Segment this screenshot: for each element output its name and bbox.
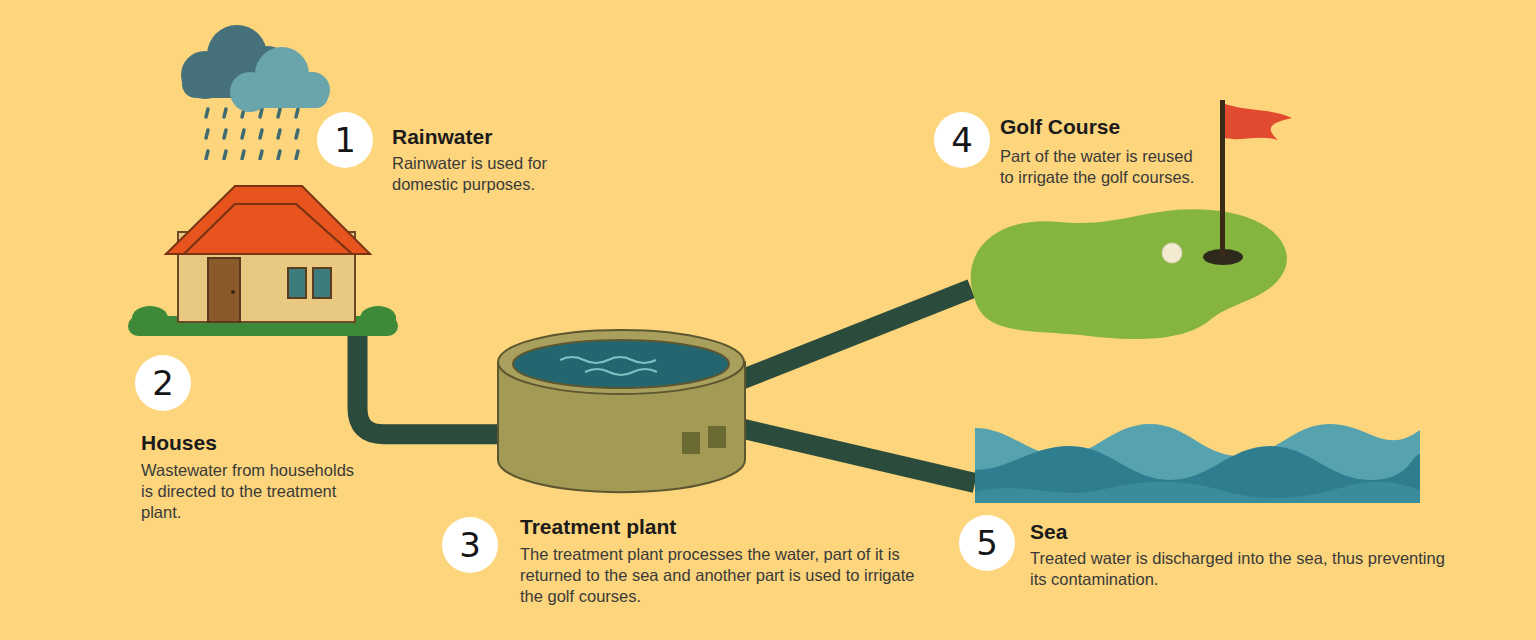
rain-cloud (181, 25, 330, 160)
sea-waves (975, 424, 1420, 503)
treatment-tank (498, 330, 745, 492)
water-pipe (738, 428, 975, 483)
callout-circle: 2 (135, 355, 191, 411)
house-illustration (128, 186, 398, 336)
step-description: Part of the water is reused to irrigate … (1000, 146, 1195, 188)
step-heading: Treatment plant (520, 514, 676, 540)
step-node: 3Treatment plantThe treatment plant proc… (498, 328, 745, 494)
step-node: 4Golf CoursePart of the water is reused … (958, 200, 1288, 348)
step-node: 1RainwaterRainwater is used for domestic… (175, 28, 335, 160)
step-node: 2HousesWastewater from households is dir… (128, 186, 398, 336)
step-heading: Houses (141, 430, 217, 456)
step-node: 5SeaTreated water is discharged into the… (975, 420, 1420, 505)
water-pipe (358, 332, 505, 434)
callout-number: 3 (459, 528, 481, 562)
callout-circle: 3 (442, 517, 498, 573)
callout-circle: 1 (317, 112, 373, 168)
step-description: Wastewater from households is directed t… (141, 460, 361, 523)
step-description: Rainwater is used for domestic purposes. (392, 153, 602, 195)
callout-circle: 4 (934, 112, 990, 168)
step-heading: Golf Course (1000, 114, 1120, 140)
golf-green (971, 100, 1292, 339)
callout-number: 1 (334, 123, 356, 157)
step-heading: Sea (1030, 519, 1067, 545)
callout-number: 2 (152, 366, 174, 400)
callout-number: 4 (951, 123, 973, 157)
callout-number: 5 (976, 526, 998, 560)
step-description: Treated water is discharged into the sea… (1030, 548, 1455, 590)
water-pipe (738, 289, 972, 381)
step-description: The treatment plant processes the water,… (520, 544, 915, 607)
step-heading: Rainwater (392, 124, 492, 150)
callout-circle: 5 (959, 515, 1015, 571)
